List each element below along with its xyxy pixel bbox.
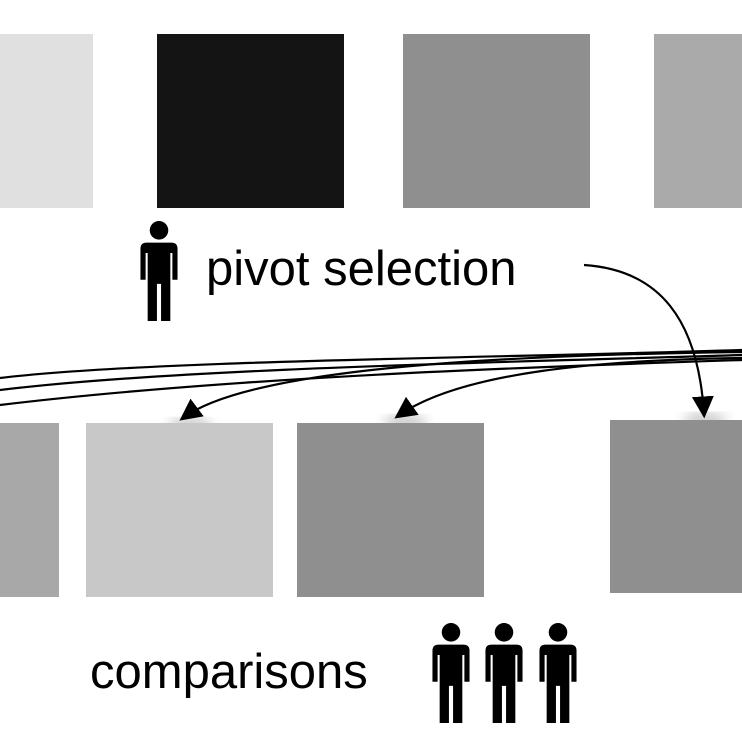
top-square-3 [403, 34, 590, 208]
bottom-square-1 [0, 423, 59, 597]
bottom-square-pivot [610, 420, 742, 593]
top-square-1 [0, 34, 93, 208]
comparison-curves [0, 348, 742, 407]
bottom-square-2 [86, 423, 273, 597]
top-square-4 [654, 34, 742, 208]
arrow-to-square-3 [394, 356, 742, 419]
pivot-person-icon [140, 221, 178, 321]
arrow-to-square-2 [179, 350, 742, 421]
top-square-pivot [157, 34, 344, 208]
pivot-selection-label: pivot selection [206, 242, 517, 296]
bottom-row [0, 420, 742, 597]
comparison-people [432, 623, 577, 723]
comparison-arrows [179, 350, 742, 421]
top-row [0, 34, 742, 208]
comparison-person-icon [485, 623, 523, 723]
comparison-person-icon [539, 623, 577, 723]
comparisons-label: comparisons [90, 645, 368, 699]
comparison-person-icon [432, 623, 470, 723]
bottom-square-3 [297, 423, 484, 597]
pivot-arrow [583, 263, 714, 419]
